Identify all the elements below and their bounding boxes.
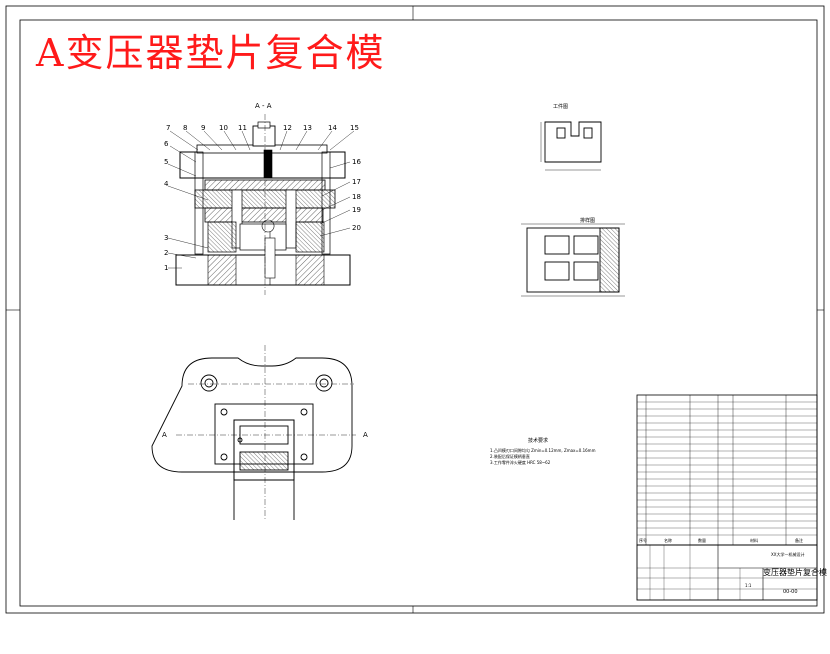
part-number: 11	[238, 124, 247, 132]
part-number: 19	[352, 206, 361, 214]
plan-view	[151, 345, 356, 520]
notes-line: 2.装配后保证模柄垂直	[490, 453, 530, 459]
part-number: 5	[164, 158, 168, 166]
part-number: 14	[328, 124, 337, 132]
bom-header-cell: 名称	[664, 537, 672, 543]
drawing-name: 变压器垫片复合模	[763, 567, 827, 577]
part-drawing	[540, 121, 602, 171]
bom-header-cell: 序号	[639, 537, 647, 543]
drawing-number: 00-00	[783, 589, 798, 595]
part-number: 9	[201, 124, 205, 132]
section-arrow-right: A	[363, 431, 368, 439]
notes-line: 1.凸凹模刃口间隙均匀 Zmin=0.12mm, Zmax=0.16mm	[490, 447, 596, 453]
technical-notes: 技术要求 1.凸凹模刃口间隙均匀 Zmin=0.12mm, Zmax=0.16m…	[490, 437, 596, 465]
part-number: 15	[350, 124, 359, 132]
part-number: 18	[352, 193, 361, 201]
part-drawing-label: 工件图	[553, 103, 568, 110]
part-number: 2	[164, 249, 168, 257]
notes-heading: 技术要求	[528, 437, 548, 444]
part-number: 3	[164, 234, 168, 242]
section-arrow-left: A	[162, 431, 167, 439]
notes-line: 3.工作零件淬火硬度 HRC 58~62	[490, 459, 551, 465]
bom-header-cell: 数量	[698, 537, 706, 543]
part-number: 7	[166, 124, 170, 132]
part-number: 12	[283, 124, 292, 132]
bom-header-cell: 备注	[795, 537, 803, 543]
part-number: 16	[352, 158, 361, 166]
strip-layout	[521, 223, 625, 297]
part-number: 17	[352, 178, 361, 186]
part-number: 6	[164, 140, 169, 148]
section-view: A - A	[164, 102, 361, 295]
title-block	[636, 544, 818, 601]
sheet-outer-border	[5, 5, 825, 614]
section-label: A - A	[255, 102, 272, 110]
sheet-inner-border	[19, 19, 818, 607]
part-number: 10	[219, 124, 228, 132]
drawing-title: A变压器垫片复合模	[36, 31, 386, 75]
part-number: 1	[164, 264, 168, 272]
bom-header-cell: 材料	[750, 537, 758, 543]
part-number-labels: 7 8 9 10 11 12 13 14 15 6 5 4 3 2 1 16 1…	[164, 124, 361, 272]
bom-header: 序号 名称 数量 材料 备注	[639, 537, 803, 543]
layout-label: 排样图	[580, 217, 595, 224]
part-number: 4	[164, 180, 169, 188]
part-number: 13	[303, 124, 312, 132]
part-number: 20	[352, 224, 361, 232]
bom-table	[636, 394, 818, 546]
part-number: 8	[183, 124, 187, 132]
scale-value: 1:1	[745, 583, 752, 588]
company-name: XX大学—机械设计	[771, 551, 804, 557]
